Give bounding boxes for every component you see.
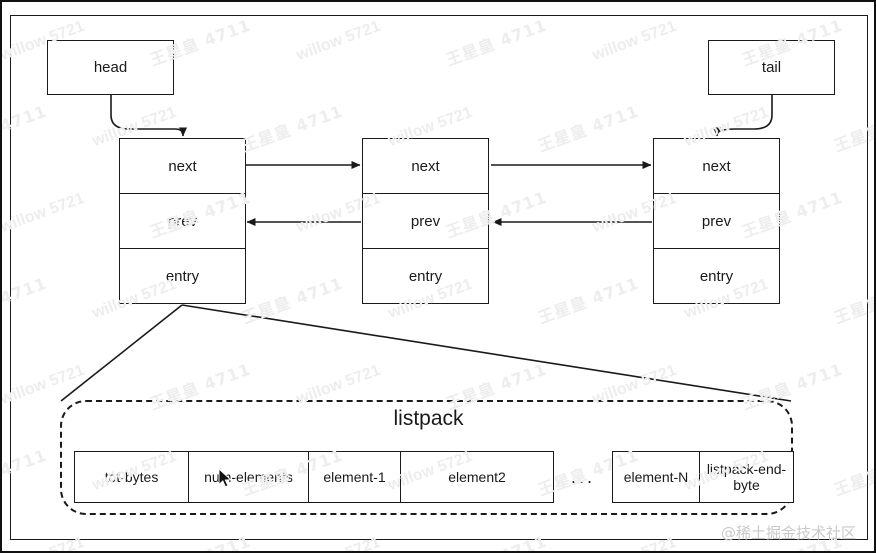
node-3-entry-cell: entry: [699, 267, 734, 285]
node-3-prev-cell: prev: [654, 194, 779, 249]
listpack-cells-row: tot-bytes num-elements element-1 element…: [74, 451, 794, 503]
node-1-next-cell: next: [120, 139, 245, 194]
node-2-entry-cell: entry: [408, 267, 443, 285]
listpack-container[interactable]: listpack tot-bytes num-elements element-…: [60, 400, 794, 515]
listpack-ellipsis: ...: [570, 466, 595, 487]
listpack-cell-tot-bytes[interactable]: tot-bytes: [74, 451, 188, 503]
tail-label: tail: [761, 59, 782, 76]
site-watermark: @稀土掘金技术社区: [720, 524, 856, 542]
node-2-next-cell: next: [363, 139, 488, 194]
quicklist-node-3[interactable]: next prev entry: [653, 138, 780, 304]
node-2-prev-cell: prev: [363, 194, 488, 249]
quicklist-node-1[interactable]: next prev entry: [119, 138, 246, 304]
listpack-end-byte-label: listpack-end-byte: [706, 460, 787, 493]
head-pointer-box[interactable]: head: [47, 40, 174, 95]
head-label: head: [93, 59, 128, 76]
node-3-next-cell: next: [654, 139, 779, 194]
node-1-prev-cell: prev: [120, 194, 245, 249]
quicklist-node-2[interactable]: next prev entry: [362, 138, 489, 304]
listpack-cell-element-n[interactable]: element-N: [612, 451, 699, 503]
listpack-cell-element-1[interactable]: element-1: [308, 451, 400, 503]
tail-pointer-box[interactable]: tail: [708, 40, 835, 95]
node-1-entry-cell: entry: [165, 267, 200, 285]
diagram-frame: [10, 15, 868, 540]
listpack-cell-num-elements[interactable]: num-elements: [188, 451, 308, 503]
listpack-cell-element-2[interactable]: element2: [400, 451, 554, 503]
listpack-cell-listpack-end-byte[interactable]: listpack-end-byte: [699, 451, 794, 503]
listpack-title: listpack: [393, 407, 464, 430]
